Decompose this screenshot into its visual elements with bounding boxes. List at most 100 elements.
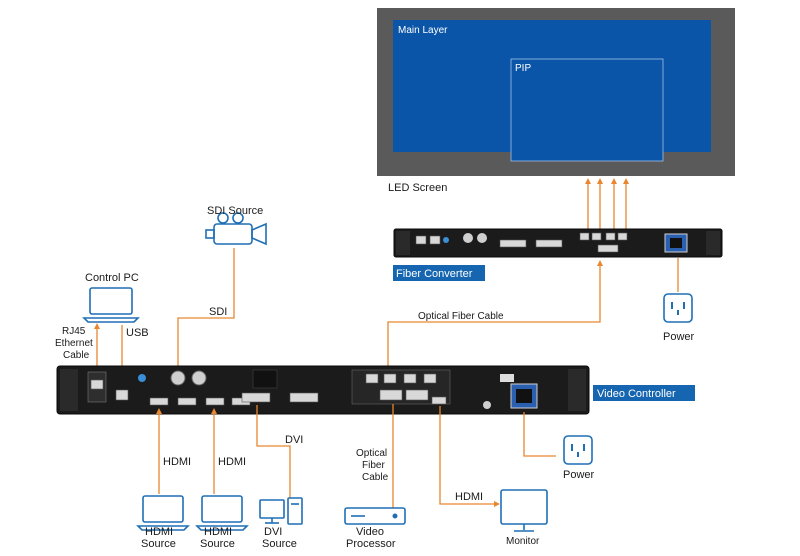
hdmi-source-1-laptop-icon bbox=[136, 495, 190, 531]
arrow-icon bbox=[211, 408, 217, 414]
hdmi-port bbox=[177, 397, 197, 406]
status-led-icon bbox=[138, 374, 146, 382]
arrow-icon bbox=[597, 178, 603, 184]
fiber-converter-badge bbox=[393, 265, 485, 281]
optical-port bbox=[597, 244, 619, 253]
main-layer-label: Main Layer bbox=[398, 25, 448, 36]
sdi-connector-icon bbox=[463, 233, 473, 243]
status-led-icon bbox=[443, 237, 449, 243]
screen-feed-cables bbox=[585, 178, 629, 230]
fiber-port bbox=[617, 232, 628, 241]
hdmi-out-cable bbox=[439, 406, 498, 505]
video-processor-line1: Video bbox=[356, 526, 384, 538]
arrow-icon bbox=[597, 260, 603, 266]
hdmi-cable-2-label: HDMI bbox=[218, 456, 246, 468]
hdmi-source-2-line2: Source bbox=[200, 538, 235, 550]
led-screen-caption: LED Screen bbox=[388, 182, 447, 194]
power-top-label: Power bbox=[663, 331, 695, 343]
video-controller-label: Video Controller bbox=[597, 388, 676, 400]
rj45-label-line2: Ethernet bbox=[55, 338, 93, 349]
optical-port bbox=[405, 389, 429, 401]
dvi-source-line1: DVI bbox=[264, 526, 282, 538]
power-socket-inner bbox=[516, 389, 532, 403]
vent-grille bbox=[252, 369, 278, 389]
video-processor-line2: Processor bbox=[346, 538, 396, 550]
arrow-icon bbox=[94, 323, 100, 329]
led-screen: Main Layer PIP bbox=[377, 8, 735, 176]
rack-ear-right bbox=[706, 231, 720, 255]
rack-ear-left bbox=[396, 231, 410, 255]
dvi-cable bbox=[256, 405, 291, 498]
control-pc-label: Control PC bbox=[85, 272, 139, 284]
hdmi-source-1-line2: Source bbox=[141, 538, 176, 550]
fiber-converter-device bbox=[393, 228, 723, 258]
power-socket-inner bbox=[670, 238, 682, 248]
usb-b-port bbox=[115, 389, 129, 401]
outlet-icon bbox=[563, 435, 593, 465]
video-controller-device bbox=[56, 365, 590, 415]
sdi-in-connector-icon bbox=[170, 370, 186, 386]
sdi-loop-connector-icon bbox=[191, 370, 207, 386]
arrow-icon bbox=[585, 178, 591, 184]
outlet-icon bbox=[663, 293, 693, 323]
monitor-icon bbox=[500, 489, 548, 532]
ethernet-port bbox=[429, 235, 441, 245]
sdi-source-label: SDI Source bbox=[207, 205, 263, 217]
hdmi-port bbox=[149, 397, 169, 406]
monitor-label: Monitor bbox=[506, 536, 540, 547]
rj45-label-line3: Cable bbox=[63, 350, 90, 361]
optical-side-label-line3: Cable bbox=[362, 472, 389, 483]
dvi-in-port bbox=[241, 392, 271, 403]
dvi-port bbox=[535, 239, 563, 248]
sdi-cable-label: SDI bbox=[209, 306, 227, 318]
hdmi-source-1-line1: HDMI bbox=[145, 526, 173, 538]
video-controller-chassis bbox=[56, 365, 590, 415]
video-processor-icon bbox=[344, 507, 406, 525]
power-outlet-bottom-icon bbox=[563, 435, 593, 465]
rack-ear-right bbox=[568, 369, 586, 411]
output-ethernet-port bbox=[365, 373, 379, 384]
hdmi-cable-1-label: HDMI bbox=[163, 456, 191, 468]
fiber-converter-label: Fiber Converter bbox=[396, 268, 473, 280]
power-bottom-label: Power bbox=[563, 469, 595, 481]
hdmi-out-cable-label: HDMI bbox=[455, 491, 483, 503]
dvi-source-desktop-icon bbox=[259, 497, 303, 525]
power-outlet-top-icon bbox=[663, 293, 693, 323]
pip-layer bbox=[510, 58, 664, 162]
usb-label: USB bbox=[126, 327, 149, 339]
usb-port bbox=[415, 235, 427, 245]
power-switch-icon bbox=[500, 374, 514, 382]
optical-fiber-cable-label: Optical Fiber Cable bbox=[418, 311, 504, 322]
sdi-connector-icon bbox=[477, 233, 487, 243]
optical-fiber-cable-top bbox=[387, 262, 601, 372]
fiber-port bbox=[579, 232, 590, 241]
laptop-icon bbox=[82, 287, 140, 323]
output-ethernet-port bbox=[423, 373, 437, 384]
optical-side-label-line1: Optical bbox=[356, 448, 387, 459]
arrow-icon bbox=[156, 408, 162, 414]
fiber-port bbox=[605, 232, 616, 241]
camera-icon bbox=[205, 212, 267, 246]
fiber-port bbox=[591, 232, 602, 241]
pip-label: PIP bbox=[515, 63, 531, 74]
hdmi-out-port bbox=[431, 396, 447, 405]
optical-side-label-line2: Fiber bbox=[362, 460, 385, 471]
dvi-loop-port bbox=[289, 392, 319, 403]
arrow-icon bbox=[623, 178, 629, 184]
ethernet-port bbox=[90, 379, 104, 390]
dvi-port bbox=[499, 239, 527, 248]
dvi-cable-label: DVI bbox=[285, 434, 303, 446]
rack-ear-left bbox=[60, 369, 78, 411]
hdmi-source-2-line1: HDMI bbox=[204, 526, 232, 538]
optical-port bbox=[379, 389, 403, 401]
hdmi-source-2-laptop-icon bbox=[195, 495, 249, 531]
ground-screw-icon bbox=[483, 401, 491, 409]
arrow-icon bbox=[494, 501, 500, 507]
rj45-label-line1: RJ45 bbox=[62, 326, 86, 337]
power-bottom-cable bbox=[523, 412, 556, 457]
dvi-source-line2: Source bbox=[262, 538, 297, 550]
output-ethernet-port bbox=[403, 373, 417, 384]
output-ethernet-port bbox=[383, 373, 397, 384]
video-controller-badge bbox=[593, 385, 695, 401]
